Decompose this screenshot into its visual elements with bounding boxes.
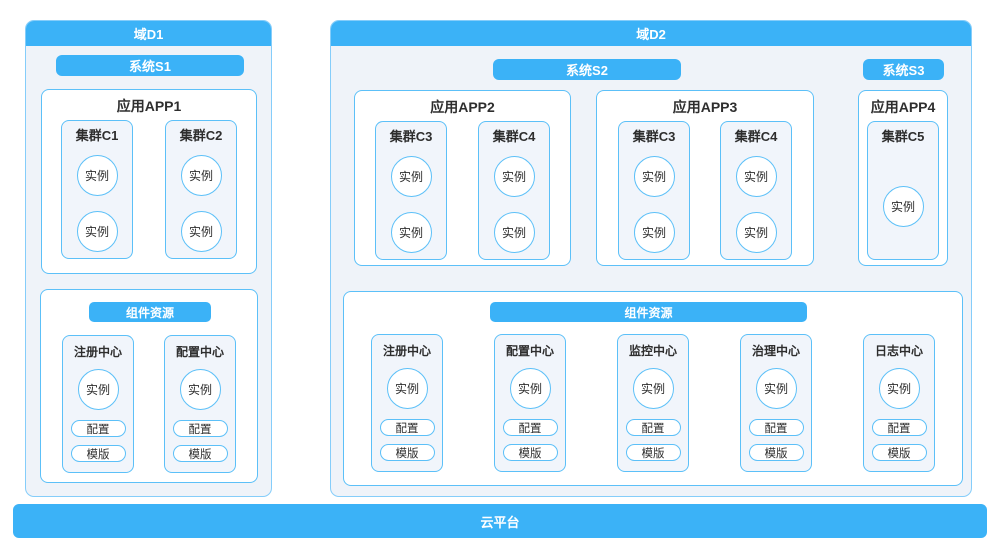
template-pill: 模版 xyxy=(502,444,558,461)
app-box-app3: 应用APP3 集群C3 实例 实例 集群C4 实例 实例 xyxy=(596,90,814,266)
component-card-title: 配置中心 xyxy=(505,344,554,358)
app-title: 应用APP1 xyxy=(116,98,182,114)
config-pill: 配置 xyxy=(172,420,228,437)
components-header-pill: 组件资源 xyxy=(490,302,807,322)
cluster-title: 集群C5 xyxy=(881,129,925,144)
cloud-platform-bar: 云平台 xyxy=(13,504,987,538)
instance-node: 实例 xyxy=(493,212,535,253)
component-card-title: 注册中心 xyxy=(382,344,431,358)
components-box-d1: 组件资源 注册中心 实例 配置 模版 配置中心 实例 配置 模版 xyxy=(40,289,258,483)
instance-node: 实例 xyxy=(390,212,432,253)
config-pill: 配置 xyxy=(871,419,927,436)
domain-d1-header: 域D1 xyxy=(26,21,271,46)
cluster-row: 集群C3 实例 实例 集群C4 实例 实例 xyxy=(355,121,570,260)
component-card-config: 配置中心 实例 配置 模版 xyxy=(164,335,236,473)
component-card-log: 日志中心 实例 配置 模版 xyxy=(863,334,935,472)
component-card-monitor: 监控中心 实例 配置 模版 xyxy=(617,334,689,472)
app-title: 应用APP3 xyxy=(672,99,738,115)
component-card-row: 注册中心 实例 配置 模版 配置中心 实例 配置 模版 监控中心 实例 配置 模… xyxy=(344,334,962,472)
system-pill-s1: 系统S1 xyxy=(56,55,244,76)
template-pill: 模版 xyxy=(70,445,126,462)
component-card-title: 注册中心 xyxy=(73,345,122,359)
cluster-title: 集群C3 xyxy=(389,129,433,144)
instance-node: 实例 xyxy=(493,156,535,197)
cluster-row: 集群C3 实例 实例 集群C4 实例 实例 xyxy=(597,121,813,260)
components-header-pill: 组件资源 xyxy=(89,302,211,322)
component-card-registry: 注册中心 实例 配置 模版 xyxy=(371,334,443,472)
cluster-title: 集群C4 xyxy=(734,129,778,144)
cluster-row: 集群C5 实例 xyxy=(859,121,947,260)
system-pill-s3: 系统S3 xyxy=(863,59,944,80)
component-card-governance: 治理中心 实例 配置 模版 xyxy=(740,334,812,472)
component-card-registry: 注册中心 实例 配置 模版 xyxy=(62,335,134,473)
instance-node: 实例 xyxy=(633,156,675,197)
config-pill: 配置 xyxy=(625,419,681,436)
app-box-app2: 应用APP2 集群C3 实例 实例 集群C4 实例 实例 xyxy=(354,90,571,266)
instance-node: 实例 xyxy=(76,155,118,196)
cluster-box-c5: 集群C5 实例 xyxy=(867,121,939,260)
cluster-row: 集群C1 实例 实例 集群C2 实例 实例 xyxy=(42,120,256,259)
cluster-box-c2: 集群C2 实例 实例 xyxy=(165,120,237,259)
instance-node: 实例 xyxy=(735,212,777,253)
cluster-title: 集群C3 xyxy=(632,129,676,144)
instance-node: 实例 xyxy=(77,369,119,410)
instance-node: 实例 xyxy=(735,156,777,197)
cluster-box-c1: 集群C1 实例 实例 xyxy=(61,120,133,259)
instance-node: 实例 xyxy=(180,211,222,252)
app-title: 应用APP4 xyxy=(870,99,936,115)
system-pill-s2: 系统S2 xyxy=(493,59,681,80)
template-pill: 模版 xyxy=(379,444,435,461)
instance-node: 实例 xyxy=(179,369,221,410)
config-pill: 配置 xyxy=(502,419,558,436)
cluster-box-c4: 集群C4 实例 实例 xyxy=(720,121,792,260)
cluster-title: 集群C2 xyxy=(179,128,223,143)
instance-node: 实例 xyxy=(755,368,797,409)
template-pill: 模版 xyxy=(748,444,804,461)
instance-node: 实例 xyxy=(180,155,222,196)
instance-node: 实例 xyxy=(390,156,432,197)
domain-d2-header: 域D2 xyxy=(331,21,971,46)
instance-node: 实例 xyxy=(878,368,920,409)
config-pill: 配置 xyxy=(70,420,126,437)
app-box-app4: 应用APP4 集群C5 实例 xyxy=(858,90,948,266)
component-card-title: 配置中心 xyxy=(175,345,224,359)
template-pill: 模版 xyxy=(625,444,681,461)
config-pill: 配置 xyxy=(748,419,804,436)
component-card-row: 注册中心 实例 配置 模版 配置中心 实例 配置 模版 xyxy=(41,335,257,473)
cluster-box-c3: 集群C3 实例 实例 xyxy=(618,121,690,260)
config-pill: 配置 xyxy=(379,419,435,436)
instance-node: 实例 xyxy=(633,212,675,253)
app-box-app1: 应用APP1 集群C1 实例 实例 集群C2 实例 实例 xyxy=(41,89,257,274)
instance-node: 实例 xyxy=(76,211,118,252)
app-title: 应用APP2 xyxy=(430,99,495,115)
domain-box-d2: 域D2 系统S2 系统S3 应用APP2 集群C3 实例 实例 集群C4 实例 … xyxy=(330,20,972,497)
cluster-box-c3: 集群C3 实例 实例 xyxy=(375,121,447,260)
instance-node: 实例 xyxy=(509,368,551,409)
instance-node: 实例 xyxy=(882,186,924,227)
cluster-box-c4: 集群C4 实例 实例 xyxy=(478,121,550,260)
cluster-title: 集群C1 xyxy=(75,128,119,143)
component-card-title: 日志中心 xyxy=(874,344,923,358)
component-card-title: 监控中心 xyxy=(628,344,677,358)
instance-node: 实例 xyxy=(632,368,674,409)
template-pill: 模版 xyxy=(871,444,927,461)
template-pill: 模版 xyxy=(172,445,228,462)
component-card-title: 治理中心 xyxy=(751,344,800,358)
component-card-config: 配置中心 实例 配置 模版 xyxy=(494,334,566,472)
cluster-title: 集群C4 xyxy=(492,129,536,144)
instance-node: 实例 xyxy=(386,368,428,409)
components-box-d2: 组件资源 注册中心 实例 配置 模版 配置中心 实例 配置 模版 监控中心 实例 xyxy=(343,291,963,486)
domain-box-d1: 域D1 系统S1 应用APP1 集群C1 实例 实例 集群C2 实例 实例 组件… xyxy=(25,20,272,497)
